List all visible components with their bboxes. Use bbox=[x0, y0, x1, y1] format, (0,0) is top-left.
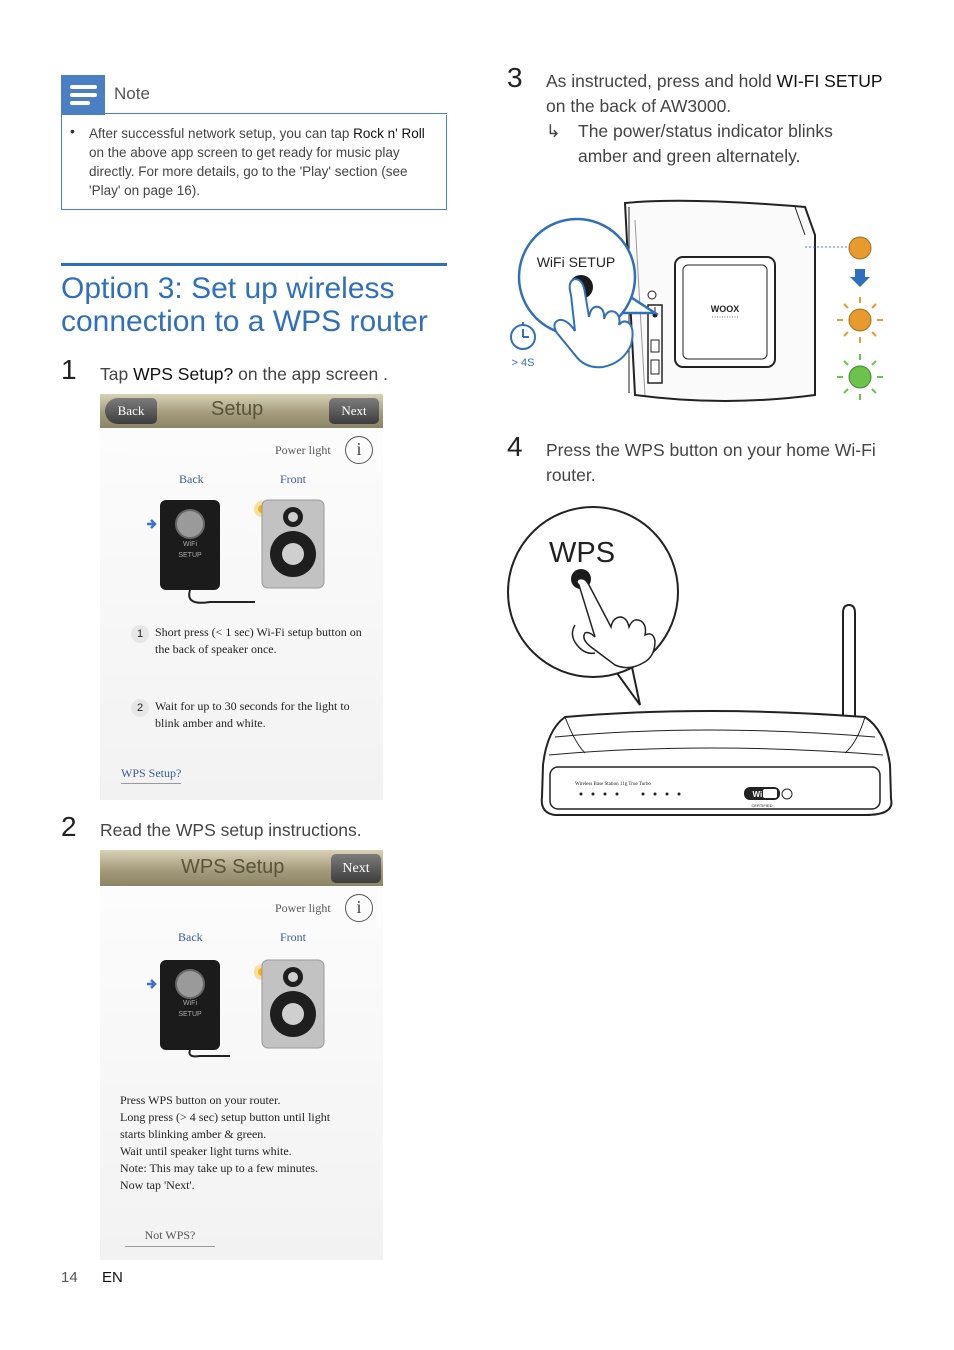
speaker-back-front-icon: WiFi SETUP bbox=[147, 959, 325, 1058]
instruction-2: Wait for up to 30 seconds for the light … bbox=[155, 699, 350, 730]
step-3-result: The power/status indicator blinks amber … bbox=[578, 121, 833, 166]
screen-title: WPS Setup bbox=[181, 856, 285, 878]
info-icon[interactable]: i bbox=[345, 894, 373, 922]
svg-text:WiFi: WiFi bbox=[183, 541, 197, 548]
note-label: Note bbox=[114, 84, 150, 103]
result-arrow-icon: ↳ bbox=[546, 121, 561, 141]
wps-instruction-1: Press WPS button on your router. bbox=[120, 1093, 281, 1107]
svg-text:WiFi: WiFi bbox=[183, 1000, 197, 1007]
wps-label: WPS bbox=[549, 537, 615, 569]
wps-instruction-3: starts blinking amber & green. bbox=[120, 1127, 267, 1141]
heading-rule bbox=[61, 263, 447, 266]
wps-instruction-5: Note: This may take up to a few minutes. bbox=[120, 1161, 319, 1175]
back-label: Back bbox=[179, 472, 204, 486]
wifi-setup-illustration: WOOX WiFi SETUP > 4S bbox=[510, 199, 883, 402]
page-number: 14 bbox=[61, 1269, 78, 1286]
step-1-number: 1 bbox=[61, 354, 77, 385]
note-box bbox=[61, 115, 447, 210]
wps-router-illustration: Wireless Base Station 11g True Turbo Wi … bbox=[507, 506, 893, 816]
next-button[interactable]: Next bbox=[331, 854, 381, 883]
note-bullet: • bbox=[70, 123, 75, 139]
wifi-logo: Wi Fi bbox=[752, 790, 771, 799]
back-label: Back bbox=[178, 930, 203, 944]
brand-label: WOOX bbox=[711, 304, 740, 314]
wps-setup-link[interactable]: WPS Setup? bbox=[121, 766, 182, 784]
wps-instruction-4: Wait until speaker light turns white. bbox=[120, 1144, 292, 1158]
step-3-number: 3 bbox=[507, 62, 523, 93]
wifi-setup-label: WiFi SETUP bbox=[537, 254, 616, 270]
step-3-text: As instructed, press and hold WI-FI SETU… bbox=[546, 71, 883, 116]
language-code: EN bbox=[102, 1269, 123, 1286]
svg-text:SETUP: SETUP bbox=[178, 1011, 202, 1018]
speaker-back-front-icon: WiFi SETUP bbox=[147, 499, 325, 604]
front-label: Front bbox=[280, 472, 307, 486]
step-1-text: Tap WPS Setup? on the app screen . bbox=[100, 364, 388, 384]
note-icon bbox=[61, 75, 105, 115]
instruction-1: Short press (< 1 sec) Wi-Fi setup button… bbox=[155, 625, 362, 656]
step-2-text: Read the WPS setup instructions. bbox=[100, 820, 362, 840]
step-1-badge: 1 bbox=[131, 625, 149, 643]
section-heading: Option 3: Set up wireless connection to … bbox=[61, 272, 428, 338]
wps-instruction-6: Now tap 'Next'. bbox=[120, 1178, 195, 1192]
front-label: Front bbox=[280, 930, 307, 944]
step-2-number: 2 bbox=[61, 811, 77, 842]
step-4-text: Press the WPS button on your home Wi-Fi … bbox=[546, 440, 876, 485]
app-screen-wps-setup: WPS Setup Next Power light i Back Front … bbox=[100, 850, 383, 1260]
svg-text:SETUP: SETUP bbox=[178, 552, 202, 559]
note-text: After successful network setup, you can … bbox=[89, 126, 425, 198]
app-screen-setup: Back Setup Next Power light i Back Front… bbox=[100, 394, 383, 800]
screen-title: Setup bbox=[211, 398, 264, 420]
not-wps-link[interactable]: Not WPS? bbox=[125, 1228, 215, 1247]
next-button[interactable]: Next bbox=[329, 398, 379, 424]
step-4-number: 4 bbox=[507, 431, 523, 462]
certified-label: CERTIFIED bbox=[751, 803, 772, 808]
back-button[interactable]: Back bbox=[105, 398, 157, 424]
wps-instruction-2: Long press (> 4 sec) setup button until … bbox=[120, 1110, 331, 1124]
power-light-label: Power light bbox=[275, 901, 331, 915]
hold-time-label: > 4S bbox=[512, 357, 535, 369]
power-light-label: Power light bbox=[275, 443, 331, 457]
router-model-label: Wireless Base Station 11g True Turbo bbox=[575, 782, 651, 787]
note-rule bbox=[105, 113, 447, 114]
info-icon[interactable]: i bbox=[345, 436, 373, 464]
step-2-badge: 2 bbox=[131, 699, 149, 717]
